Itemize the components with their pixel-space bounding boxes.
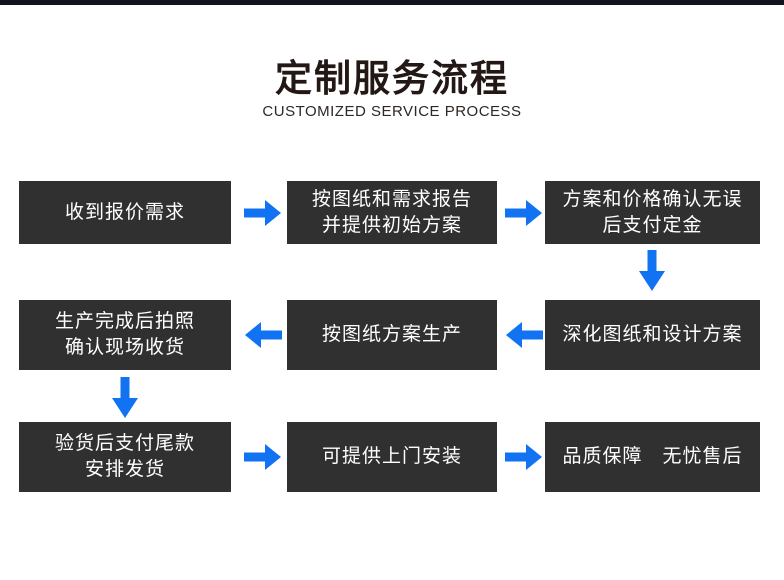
arrow-right-icon	[505, 444, 542, 470]
flow-step-final-payment-shipping: 验货后支付尾款 安排发货	[19, 422, 231, 492]
arrow-right-icon	[505, 200, 542, 226]
flow-step-label: 收到报价需求	[64, 201, 185, 223]
arrow-right-icon	[244, 444, 281, 470]
arrow-down-icon	[112, 377, 138, 418]
flow-step-initial-proposal: 按图纸和需求报告 并提供初始方案	[287, 181, 497, 244]
top-banner-edge	[0, 0, 784, 5]
flow-step-photo-confirm-receipt: 生产完成后拍照 确认现场收货	[19, 300, 231, 370]
flow-step-label: 按图纸和需求报告 并提供初始方案	[311, 188, 472, 236]
page-subtitle: CUSTOMIZED SERVICE PROCESS	[262, 103, 522, 120]
flow-step-label: 按图纸方案生产	[321, 324, 462, 345]
page-title: 定制服务流程	[275, 58, 509, 99]
arrow-left-icon	[506, 322, 543, 348]
flow-step-quality-assurance: 品质保障 无忧售后	[545, 422, 760, 492]
flow-step-label: 生产完成后拍照 确认现场收货	[54, 311, 195, 358]
flow-step-door-installation: 可提供上门安装	[287, 422, 497, 492]
flow-step-production-per-drawings: 按图纸方案生产	[287, 300, 497, 370]
arrow-right-icon	[244, 200, 281, 226]
flow-step-deepen-design: 深化图纸和设计方案	[545, 300, 760, 370]
arrow-down-icon	[639, 250, 665, 291]
flow-step-label: 可提供上门安装	[321, 446, 462, 467]
flow-step-confirm-pay-deposit: 方案和价格确认无误 后支付定金	[545, 181, 760, 244]
flow-step-label: 验货后支付尾款 安排发货	[54, 433, 195, 480]
flow-step-label: 方案和价格确认无误 后支付定金	[562, 188, 743, 236]
flow-step-received-quote-request: 收到报价需求	[19, 181, 231, 244]
flow-step-label: 深化图纸和设计方案	[562, 324, 743, 345]
arrow-left-icon	[245, 322, 282, 348]
flow-step-label: 品质保障 无忧售后	[562, 446, 743, 467]
